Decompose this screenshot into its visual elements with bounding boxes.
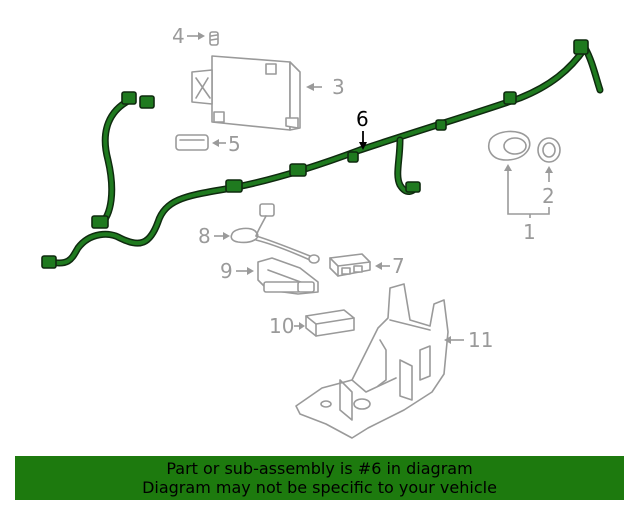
callout-4: 4: [172, 24, 205, 48]
callout-9: 9: [220, 259, 254, 283]
callout-5-number: 5: [228, 132, 241, 156]
callout-3-number: 3: [332, 75, 345, 99]
part-3-module: [191, 55, 301, 131]
part-7-connector: [329, 253, 371, 277]
part-1-sensor-housing: [488, 130, 531, 161]
part-10-module: [305, 309, 355, 337]
parts-diagram: 4 3 5: [41, 24, 604, 439]
part-2-grommet: [537, 137, 561, 163]
notice-banner: Part or sub-assembly is #6 in diagram Di…: [15, 456, 624, 500]
callout-1: 1: [504, 164, 550, 244]
part-11-shield: [295, 283, 449, 439]
callout-8: 8: [198, 224, 230, 248]
banner-line-1: Part or sub-assembly is #6 in diagram: [166, 459, 473, 478]
callout-10: 10: [269, 314, 305, 338]
part-6-wiring-harness: [41, 39, 604, 269]
callout-7-number: 7: [392, 254, 405, 278]
callout-8-number: 8: [198, 224, 211, 248]
callout-5: 5: [212, 132, 241, 156]
callout-11-number: 11: [468, 328, 493, 352]
part-9-sensor-assembly: [257, 257, 319, 295]
part-8-sensor-bracket: [230, 203, 320, 264]
callout-10-number: 10: [269, 314, 294, 338]
callout-11: 11: [444, 328, 493, 352]
callout-4-number: 4: [172, 24, 185, 48]
callout-3: 3: [306, 75, 345, 99]
part-4-bolt: [209, 31, 219, 46]
callout-2-number: 2: [542, 184, 555, 208]
part-5-clip: [175, 134, 209, 151]
callout-2: 2: [542, 166, 555, 208]
callout-1-number: 1: [523, 220, 536, 244]
callout-9-number: 9: [220, 259, 233, 283]
callout-6: 6: [356, 107, 369, 150]
callout-6-number: 6: [356, 107, 369, 131]
banner-line-2: Diagram may not be specific to your vehi…: [142, 478, 497, 497]
callout-7: 7: [375, 254, 405, 278]
